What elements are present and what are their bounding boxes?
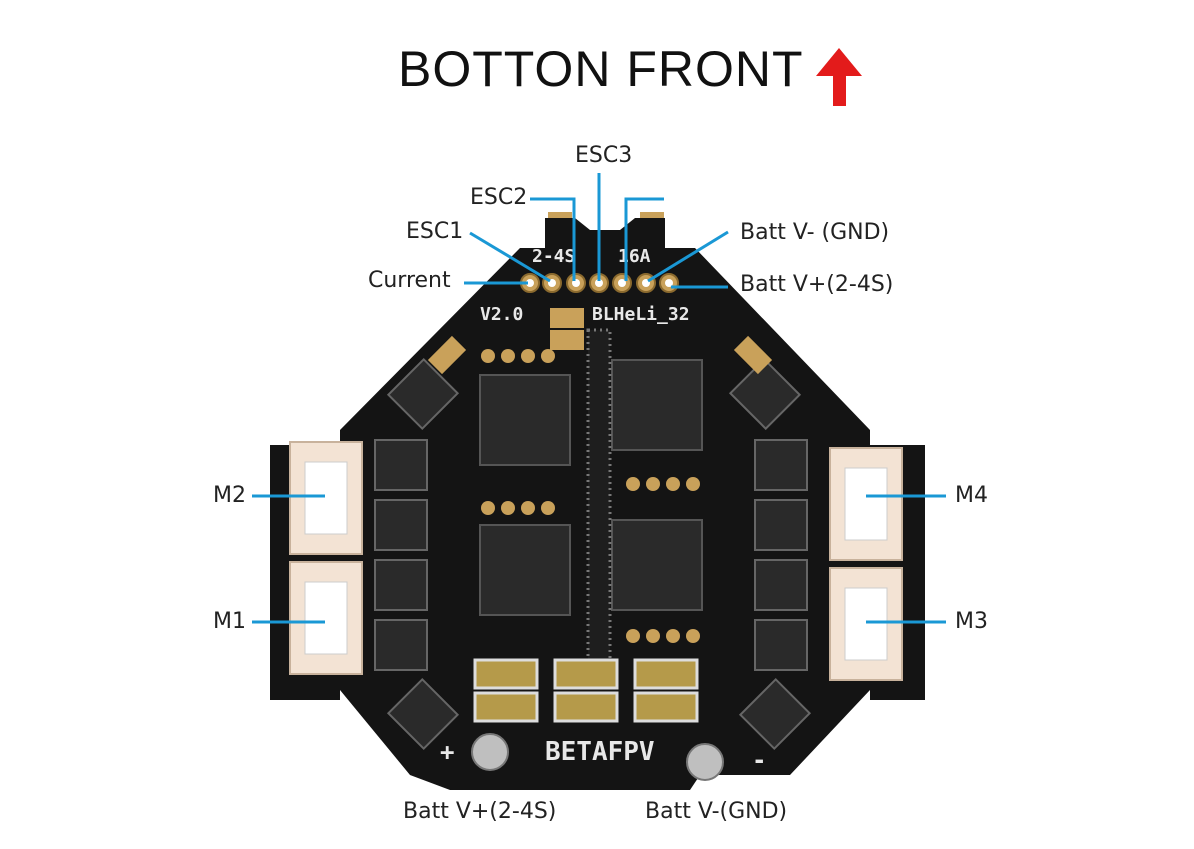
- capacitors: [473, 658, 699, 723]
- label-batt-pos-bottom: Batt V+(2-4S): [403, 799, 557, 824]
- label-m3: M3: [955, 609, 988, 634]
- label-esc3: ESC3: [575, 143, 633, 168]
- label-esc2: ESC2: [470, 185, 528, 210]
- label-m2: M2: [213, 483, 246, 508]
- silk-brand: BETAFPV: [545, 737, 655, 767]
- silk-plus: +: [440, 738, 454, 766]
- battery-solder-joints: [471, 733, 724, 781]
- leader-lines: [252, 173, 946, 624]
- silk-minus: -: [752, 746, 766, 774]
- diagram-title: BOTTON FRONT: [398, 41, 804, 97]
- label-batt-gnd-top: Batt V- (GND): [740, 220, 890, 245]
- mosfets: [374, 357, 812, 751]
- silk-voltage: 2-4S: [532, 246, 575, 267]
- label-batt-gnd-bottom: Batt V-(GND): [645, 799, 788, 824]
- label-esc1: ESC1: [406, 219, 464, 244]
- silk-firmware: BLHeLi_32: [592, 304, 690, 325]
- label-m4: M4: [955, 483, 988, 508]
- label-m1: M1: [213, 609, 246, 634]
- front-arrow-icon: [816, 48, 862, 106]
- label-current: Current: [368, 268, 451, 293]
- silk-version: V2.0: [480, 304, 523, 325]
- label-batt-pos-top: Batt V+(2-4S): [740, 272, 894, 297]
- silk-current-rating: 16A: [618, 246, 651, 267]
- mcu-chips: [479, 359, 703, 616]
